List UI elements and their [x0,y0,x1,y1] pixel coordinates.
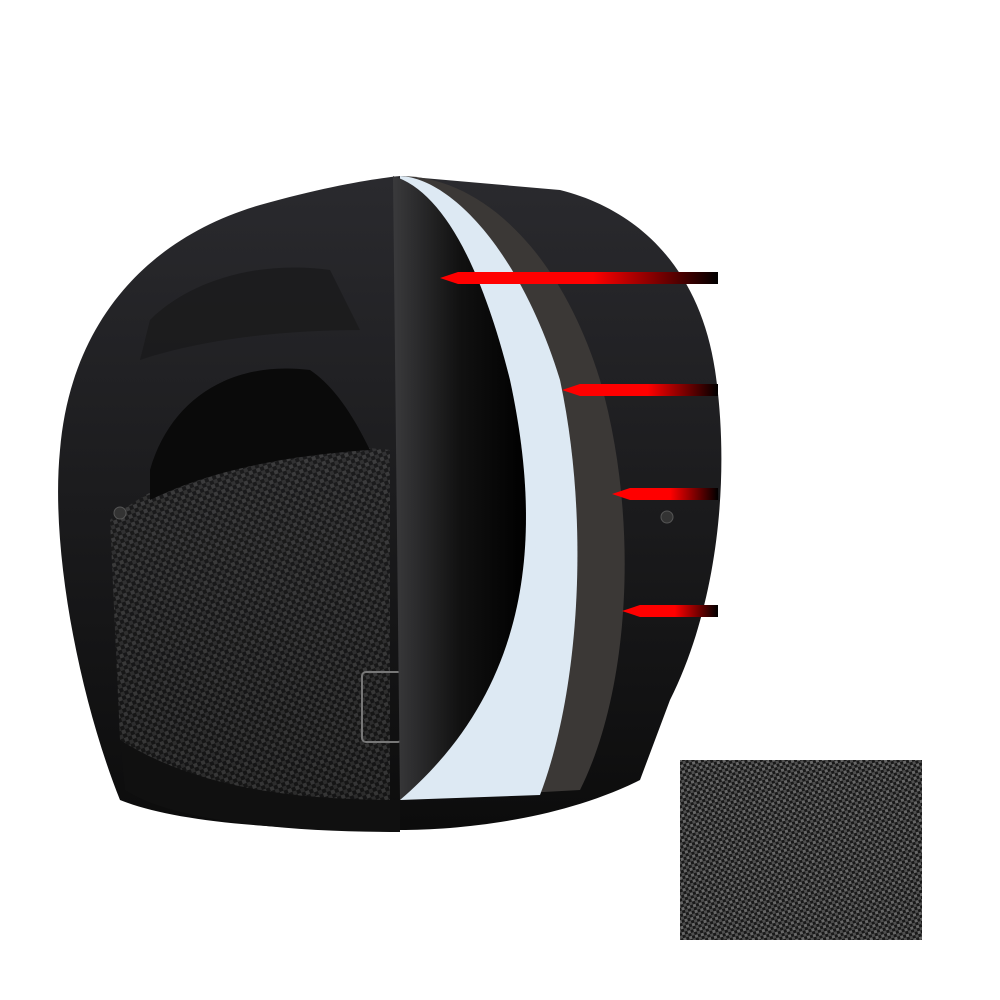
visor-screw [660,510,674,524]
arrow-outer-shell [622,605,718,617]
arrow-inner-liner [440,272,718,284]
arrow-comfort-liner [612,488,718,500]
visor-screw [113,506,127,520]
visor-vent [150,368,370,500]
helmet-rim [120,740,400,832]
layer-arrows [440,272,718,617]
top-vent [140,267,360,360]
cross-section-layers [393,176,625,800]
layer-inner-liner [393,176,526,800]
carbon-texture [110,447,390,800]
arrow-eps-foam [562,384,718,396]
carbon-fiber-swatch [680,760,922,940]
